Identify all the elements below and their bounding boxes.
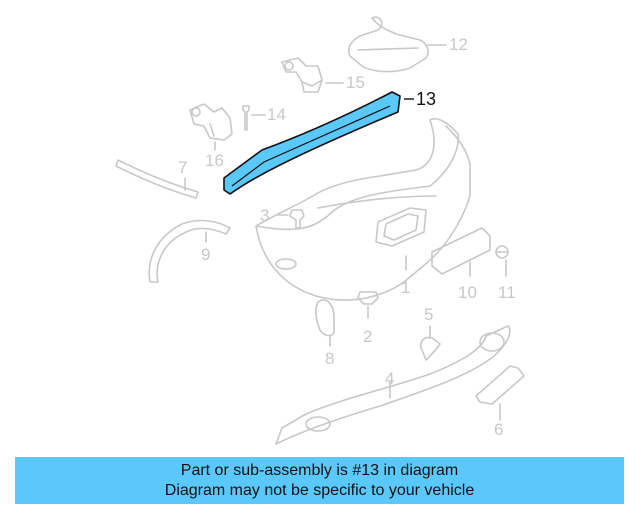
parts-diagram bbox=[115, 16, 525, 445]
callout-11: 11 bbox=[498, 283, 516, 302]
part-4-absorber bbox=[275, 325, 511, 445]
callout-16: 16 bbox=[205, 151, 224, 170]
callout-3: 3 bbox=[260, 206, 270, 225]
callout-14: 14 bbox=[267, 105, 286, 124]
part-14-bolt bbox=[242, 105, 266, 131]
callout-7: 7 bbox=[178, 158, 188, 177]
callout-6: 6 bbox=[494, 420, 504, 439]
callout-10: 10 bbox=[458, 283, 477, 302]
callout-15: 15 bbox=[346, 73, 365, 92]
part-8-reflector bbox=[315, 299, 335, 347]
part-13-highlight bbox=[223, 91, 414, 195]
callout-13: 13 bbox=[416, 89, 437, 109]
part-2-grommet bbox=[357, 291, 379, 319]
callout-5: 5 bbox=[424, 305, 434, 324]
part-10-plate bbox=[431, 227, 491, 277]
part-9-arch bbox=[148, 219, 231, 283]
part-11-clip bbox=[495, 245, 509, 277]
part-16-bracket bbox=[189, 103, 233, 151]
part-15-clip bbox=[281, 57, 344, 93]
part-1-bumper-cover bbox=[255, 118, 471, 301]
callout-12: 12 bbox=[449, 35, 468, 54]
callout-2: 2 bbox=[363, 327, 373, 346]
banner-line-1: Part or sub-assembly is #13 in diagram bbox=[180, 462, 459, 479]
part-12-bracket bbox=[347, 16, 447, 73]
banner-line-2: Diagram may not be specific to your vehi… bbox=[164, 482, 475, 499]
part-5-clip bbox=[419, 325, 441, 361]
callout-9: 9 bbox=[201, 245, 211, 264]
callout-8: 8 bbox=[325, 349, 335, 368]
part-6-bracket bbox=[475, 365, 525, 421]
part-7-trim bbox=[115, 159, 199, 199]
info-banner: Part or sub-assembly is #13 in diagram D… bbox=[15, 457, 624, 504]
callout-1: 1 bbox=[401, 278, 411, 297]
callout-4: 4 bbox=[385, 369, 395, 388]
